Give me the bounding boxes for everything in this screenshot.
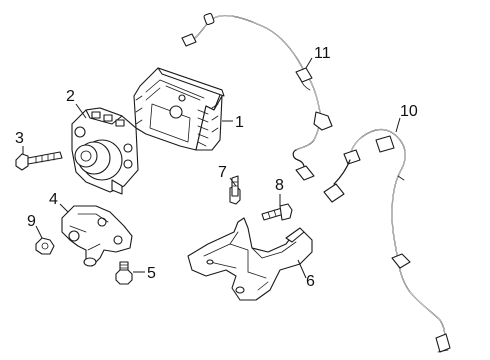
callout-4: 4 [49, 191, 58, 208]
bracket-4 [61, 205, 133, 267]
callout-1: 1 [235, 114, 244, 131]
bolt-7 [229, 175, 241, 205]
callout-8: 8 [275, 177, 284, 194]
speed-sensor-harness-10 [323, 128, 451, 353]
mounting-bracket-6 [187, 217, 313, 301]
callout-9: 9 [27, 213, 36, 230]
callout-6: 6 [306, 273, 315, 290]
abs-control-module [133, 67, 225, 151]
callout-3: 3 [15, 130, 24, 147]
bolt-8 [261, 203, 293, 221]
callout-10: 10 [400, 103, 418, 120]
bolt-5 [115, 261, 133, 285]
hydraulic-unit [71, 107, 139, 195]
callout-2: 2 [66, 88, 75, 105]
nut-9 [35, 237, 55, 255]
callout-11: 11 [314, 45, 331, 62]
callout-5: 5 [147, 265, 156, 282]
leader-lines [22, 57, 401, 279]
bolt-3 [15, 151, 63, 171]
speed-sensor-harness-11 [181, 12, 333, 181]
callout-7: 7 [218, 164, 227, 181]
